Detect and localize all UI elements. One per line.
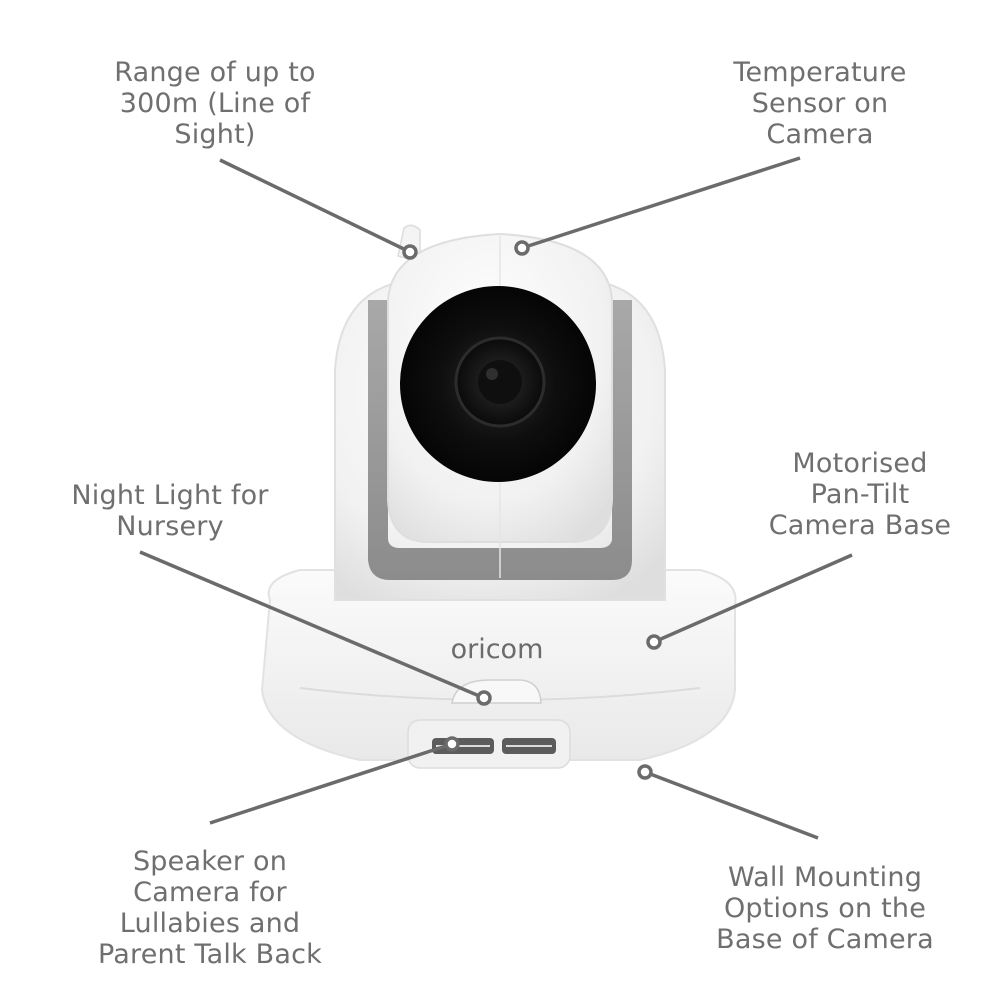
callout-temperature: Temperature Sensor on Camera xyxy=(680,57,960,150)
callout-wall-mount-line: Base of Camera xyxy=(716,924,934,955)
leader-line-pan-tilt xyxy=(653,553,853,644)
callout-pan-tilt: Motorised Pan-Tilt Camera Base xyxy=(730,448,990,541)
callout-speaker-line: Camera for xyxy=(133,877,287,908)
callout-night-light: Night Light for Nursery xyxy=(20,480,320,542)
camera-base xyxy=(260,569,737,761)
callout-speaker-line: Parent Talk Back xyxy=(97,939,323,970)
pan-tilt-dot xyxy=(646,634,662,650)
callout-temperature-line: Sensor on xyxy=(751,88,889,119)
speaker-grille xyxy=(407,719,571,769)
callout-speaker-line: Lullabies and xyxy=(119,908,301,939)
brand-logo: oricom xyxy=(451,634,544,665)
leader-line-night-light xyxy=(139,550,485,700)
callout-night-light-line: Night Light for xyxy=(71,480,269,511)
leader-dots xyxy=(402,240,662,780)
wall-mount-dot xyxy=(637,764,653,780)
leader-line-speaker xyxy=(209,742,453,825)
leader-lines xyxy=(139,156,853,840)
callout-pan-tilt-line: Motorised xyxy=(792,448,928,479)
callout-speaker-line: Speaker on xyxy=(132,846,288,877)
callout-wall-mount-line: Wall Mounting xyxy=(727,862,923,893)
callout-range-line: Sight) xyxy=(174,119,256,150)
callout-night-light-line: Nursery xyxy=(116,511,224,542)
callout-temperature-line: Camera xyxy=(766,119,874,150)
callout-range-line: Range of up to xyxy=(114,57,316,88)
callout-pan-tilt-line: Camera Base xyxy=(768,510,952,541)
callout-range: Range of up to 300m (Line of Sight) xyxy=(80,57,350,150)
leader-line-range xyxy=(219,158,411,254)
camera-lens xyxy=(400,286,596,482)
leader-line-wall-mount xyxy=(644,770,819,840)
callout-wall-mount-line: Options on the xyxy=(723,893,927,924)
temperature-dot xyxy=(514,240,530,256)
leader-line-temperature xyxy=(521,156,801,250)
speaker-dot xyxy=(444,736,460,752)
callout-wall-mount: Wall Mounting Options on the Base of Cam… xyxy=(690,862,960,955)
callout-speaker: Speaker on Camera for Lullabies and Pare… xyxy=(60,846,360,970)
night-light-dot xyxy=(476,690,492,706)
callout-range-line: 300m (Line of xyxy=(119,88,311,119)
callout-pan-tilt-line: Pan-Tilt xyxy=(810,479,910,510)
callout-temperature-line: Temperature xyxy=(733,57,907,88)
night-light-window xyxy=(451,679,542,704)
range-dot xyxy=(402,244,418,260)
